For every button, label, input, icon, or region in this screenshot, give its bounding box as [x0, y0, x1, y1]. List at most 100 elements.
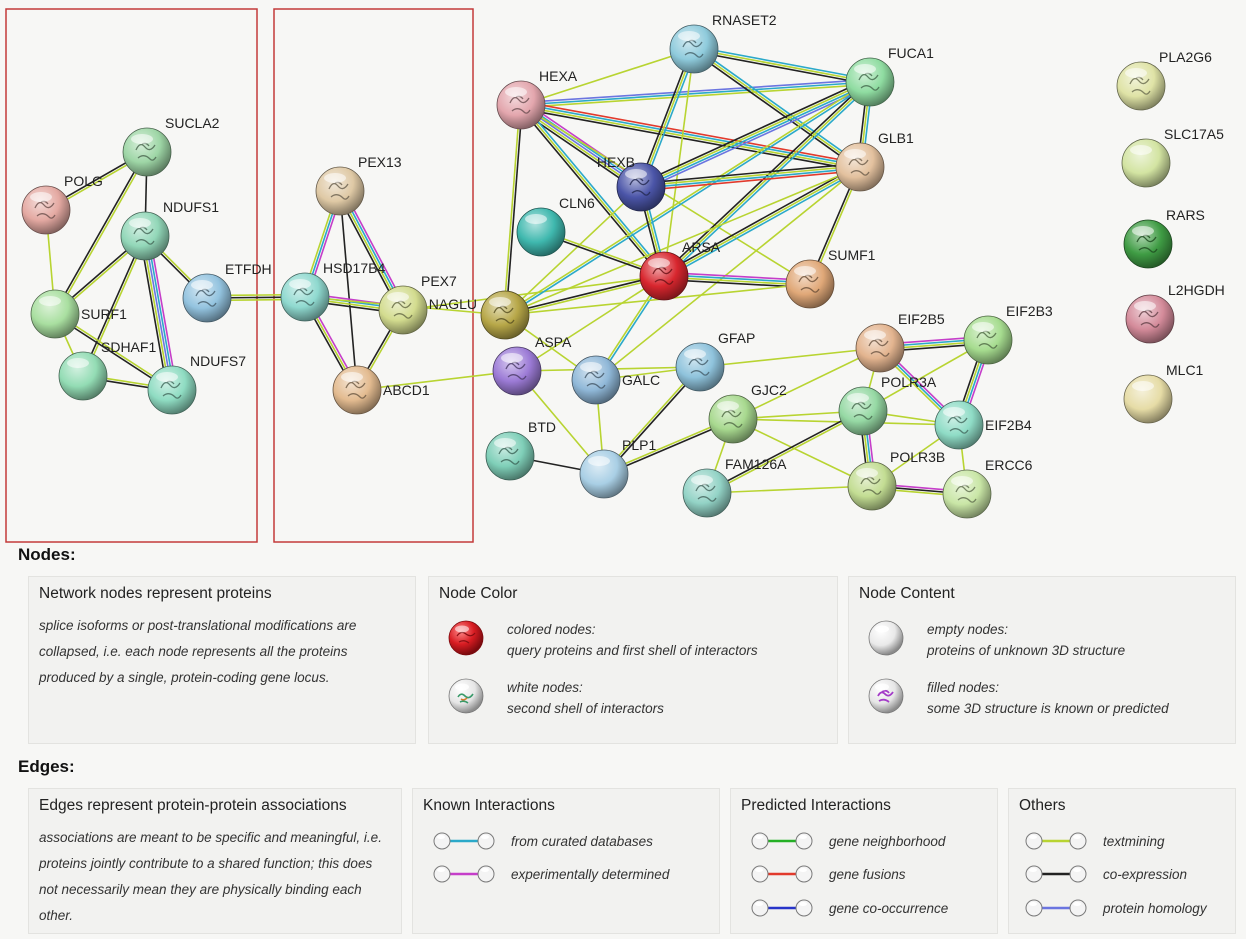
node-label: ETFDH [225, 261, 272, 277]
edge-arsa-aspa[interactable] [516, 275, 665, 372]
edge-line-textmining [55, 152, 149, 315]
node-sucla2[interactable]: SUCLA2 [122, 115, 220, 177]
node-highlight [525, 214, 547, 224]
node-highlight [131, 134, 153, 144]
node-sdhaf1[interactable]: SDHAF1 [58, 339, 156, 401]
node-rars[interactable]: RARS [1123, 207, 1205, 269]
node-ndufs7[interactable]: NDUFS7 [147, 353, 246, 415]
edge-legend-curated: from curated databases [431, 829, 653, 853]
node-pex7[interactable]: PEX7 [378, 273, 457, 335]
node-label: RNASET2 [712, 12, 777, 28]
edge-ndufs1-sdhaf1[interactable] [81, 235, 147, 377]
edge-line-coexpression [639, 78, 869, 185]
node-fuca1[interactable]: FUCA1 [845, 45, 934, 107]
node-polg[interactable]: POLG [21, 173, 103, 235]
edge-fam126a-polr3b[interactable] [706, 485, 873, 494]
node-glb1[interactable]: GLB1 [835, 130, 914, 192]
edge-hexa-fuca1[interactable] [520, 78, 871, 109]
edges-associations-body: associations are meant to be specific an… [39, 830, 382, 923]
edge-fam126a-polr3a[interactable] [706, 409, 864, 495]
node-color-panel: Node Color colored nodes: query proteins… [428, 576, 838, 744]
node-slc17a5[interactable]: SLC17A5 [1121, 126, 1224, 188]
node-galc[interactable]: GALC [571, 355, 660, 405]
colored-nodes-row: colored nodes: query proteins and first … [447, 619, 758, 661]
node-eif2b5[interactable]: EIF2B5 [855, 311, 945, 373]
edge-pex7-arsa[interactable] [402, 275, 665, 311]
edge-gjc2-eif2b5[interactable] [732, 347, 881, 420]
node-pla2g6[interactable]: PLA2G6 [1116, 49, 1212, 111]
node-label: NDUFS7 [190, 353, 246, 369]
edge-gjc2-polr3b[interactable] [732, 418, 873, 487]
edge-legend-coexpression: co-expression [1023, 862, 1187, 886]
node-aspa[interactable]: ASPA [492, 334, 572, 396]
edge-pex13-abcd1[interactable] [339, 190, 358, 391]
edge-sample-highlight [799, 868, 807, 872]
edge-arsa-naglu[interactable] [504, 274, 665, 317]
edge-fuca1-naglu[interactable] [503, 80, 872, 317]
node-arsa[interactable]: ARSA [639, 239, 721, 301]
edge-line-coexpression [640, 162, 860, 185]
edge-glb1-hexb[interactable] [640, 162, 861, 192]
node-ercc6[interactable]: ERCC6 [942, 457, 1033, 519]
node-ndufs1[interactable]: NDUFS1 [120, 199, 219, 261]
edge-hexa-naglu[interactable] [503, 104, 523, 316]
edge-rnaset2-fuca1[interactable] [693, 45, 871, 86]
node-rnaset2[interactable]: RNASET2 [669, 12, 777, 74]
node-abcd1[interactable]: ABCD1 [332, 365, 430, 415]
node-label: HEXB [597, 154, 635, 170]
node-label: GLB1 [878, 130, 914, 146]
node-surf1[interactable]: SURF1 [30, 289, 127, 339]
node-etfdh[interactable]: ETFDH [182, 261, 272, 323]
node-eif2b4[interactable]: EIF2B4 [934, 400, 1032, 450]
node-label: POLG [64, 173, 103, 189]
edge-fuca1-hexb[interactable] [639, 78, 872, 191]
node-naglu[interactable]: NAGLU [429, 290, 530, 340]
edge-ndufs1-ndufs7[interactable] [139, 235, 178, 391]
edge-rnaset2-glb1[interactable] [692, 46, 862, 170]
edge-abcd1-aspa[interactable] [356, 370, 518, 391]
node-pex13[interactable]: PEX13 [315, 154, 402, 216]
node-gfap[interactable]: GFAP [675, 330, 755, 392]
node-cln6[interactable]: CLN6 [516, 195, 595, 257]
edge-hexa-glb1[interactable] [520, 100, 861, 172]
node-mlc1[interactable]: MLC1 [1123, 362, 1204, 424]
node-l2hgdh[interactable]: L2HGDH [1125, 282, 1225, 344]
edge-sucla2-surf1[interactable] [53, 151, 149, 315]
predicted-interactions-title: Predicted Interactions [741, 797, 891, 814]
edge-sample-highlight [755, 902, 763, 906]
homology-edge-label: protein homology [1103, 900, 1207, 916]
edge-hexa-sumf1[interactable] [520, 104, 811, 285]
edge-hexb-naglu[interactable] [504, 186, 642, 316]
node-label: GFAP [718, 330, 755, 346]
edge-gfap-eif2b5[interactable] [699, 347, 881, 368]
edge-rnaset2-arsa[interactable] [663, 48, 695, 277]
edge-glb1-arsa[interactable] [662, 164, 862, 279]
node-hexa[interactable]: HEXA [496, 68, 578, 130]
edge-glb1-galc[interactable] [595, 166, 861, 381]
node-highlight [39, 296, 61, 306]
node-hexb[interactable]: HEXB [597, 154, 666, 212]
node-fam126a[interactable]: FAM126A [682, 456, 787, 518]
edge-line-textmining [402, 275, 665, 311]
edge-line-textmining [732, 347, 881, 420]
node-sumf1[interactable]: SUMF1 [785, 247, 876, 309]
node-gjc2[interactable]: GJC2 [708, 382, 787, 444]
node-plp1[interactable]: PLP1 [579, 437, 656, 499]
node-polr3b[interactable]: POLR3B [847, 449, 945, 511]
node-highlight [625, 169, 647, 179]
edge-hexa-rnaset2[interactable] [520, 48, 695, 106]
node-eif2b3[interactable]: EIF2B3 [963, 303, 1053, 365]
node-hsd17b4[interactable]: HSD17B4 [280, 260, 385, 322]
node-highlight [489, 297, 511, 307]
edge-hexa-arsa[interactable] [518, 102, 667, 279]
node-btd[interactable]: BTD [485, 419, 556, 481]
edge-rnaset2-hexb[interactable] [638, 47, 697, 189]
edge-line-coexpression [53, 151, 147, 314]
edge-line-textmining [505, 276, 665, 317]
node-highlight [847, 393, 869, 403]
edge-line-curated [642, 49, 697, 189]
edge-glb1-naglu[interactable] [504, 166, 861, 316]
node-label: PEX13 [358, 154, 402, 170]
node-polr3a[interactable]: POLR3A [838, 374, 937, 436]
